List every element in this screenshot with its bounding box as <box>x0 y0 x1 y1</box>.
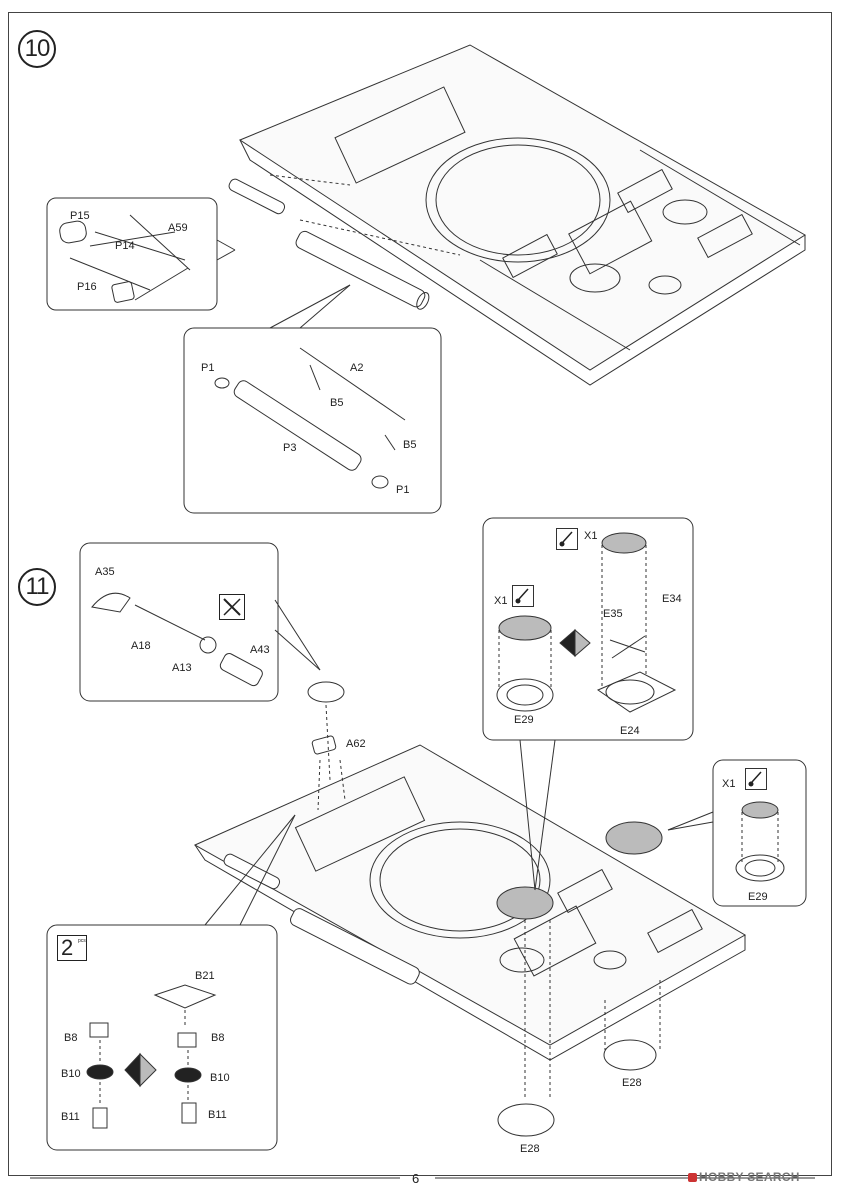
part-label: E28 <box>622 1077 642 1089</box>
part-label: B10 <box>61 1068 81 1080</box>
part-label: E28 <box>520 1143 540 1155</box>
page-border <box>8 12 832 1176</box>
part-label: B8 <box>64 1032 78 1044</box>
part-label: E29 <box>514 714 534 726</box>
part-label: A2 <box>350 362 364 374</box>
part-label: A43 <box>250 644 270 656</box>
part-label: P14 <box>115 240 135 252</box>
paint-brush-icon <box>556 528 578 550</box>
watermark-text: HOBBY SEARCH <box>699 1170 800 1184</box>
part-label: E29 <box>748 891 768 903</box>
part-label: A62 <box>346 738 366 750</box>
part-label: B10 <box>210 1072 230 1084</box>
part-label: P15 <box>70 210 90 222</box>
paint-brush-icon <box>512 585 534 607</box>
part-label: A35 <box>95 566 115 578</box>
part-label: E34 <box>662 593 682 605</box>
part-label: B5 <box>330 397 344 409</box>
paint-brush-icon <box>745 768 767 790</box>
part-label: X1 <box>584 530 598 542</box>
part-label: B11 <box>208 1109 227 1121</box>
watermark: HOBBY SEARCH <box>688 1170 800 1184</box>
part-label: B5 <box>403 439 417 451</box>
part-label: P3 <box>283 442 297 454</box>
part-label: A13 <box>172 662 192 674</box>
part-label: P1 <box>201 362 215 374</box>
quantity-unit: pcs <box>78 938 86 944</box>
part-label: E24 <box>620 725 640 737</box>
part-label: B11 <box>61 1111 80 1123</box>
part-label: A18 <box>131 640 151 652</box>
step-number-10: 10 <box>18 30 56 68</box>
part-label: B8 <box>211 1032 225 1044</box>
quantity-number: 2 <box>61 935 74 960</box>
part-label: P16 <box>77 281 97 293</box>
part-label: P1 <box>396 484 410 496</box>
page-number: 6 <box>412 1171 420 1186</box>
part-label: X1 <box>494 595 508 607</box>
quantity-badge: 2 pcs <box>57 935 87 961</box>
part-label: A59 <box>168 222 188 234</box>
cutting-tool-icon <box>219 594 245 620</box>
watermark-logo-icon <box>688 1173 697 1183</box>
part-label: B21 <box>195 970 215 982</box>
step-number-11: 11 <box>18 568 56 606</box>
part-label: X1 <box>722 778 736 790</box>
part-label: E35 <box>603 608 623 620</box>
